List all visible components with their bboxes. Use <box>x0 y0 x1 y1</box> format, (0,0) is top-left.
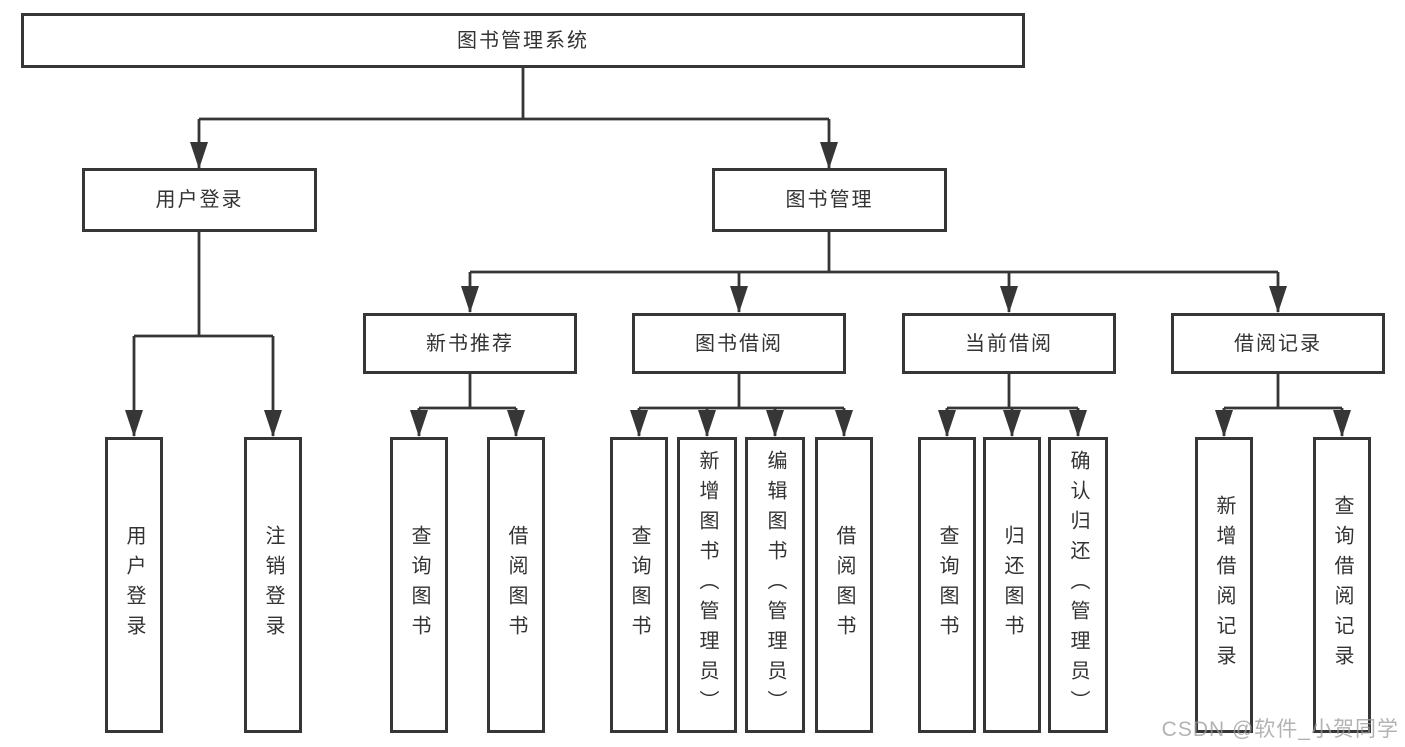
leaf-query-books-under-recommend: 查询图书 <box>390 437 448 733</box>
node-label: 借阅图书 <box>505 525 527 645</box>
node-label: 新书推荐 <box>426 332 514 355</box>
node-label: 用户登录 <box>155 189 244 211</box>
node-label: 编辑图书（管理员） <box>764 450 786 720</box>
node-label: 新增图书（管理员） <box>696 450 718 720</box>
leaf-add-books-admin: 新增图书（管理员） <box>677 437 737 733</box>
node-new-book-recommend: 新书推荐 <box>363 313 577 374</box>
node-label: 新增借阅记录 <box>1213 495 1235 675</box>
node-label: 查询图书 <box>628 525 650 645</box>
node-book-borrowing: 图书借阅 <box>632 313 846 374</box>
node-label: 查询图书 <box>408 525 430 645</box>
node-library-management-system: 图书管理系统 <box>21 13 1025 68</box>
node-label: 用户登录 <box>123 525 145 645</box>
node-label: 图书借阅 <box>695 332 783 355</box>
leaf-return-books: 归还图书 <box>983 437 1041 733</box>
leaf-logout: 注销登录 <box>244 437 302 733</box>
leaf-edit-books-admin: 编辑图书（管理员） <box>745 437 805 733</box>
node-label: 借阅图书 <box>833 525 855 645</box>
node-user-login: 用户登录 <box>82 168 317 232</box>
node-label: 图书管理 <box>785 189 874 211</box>
node-book-management: 图书管理 <box>712 168 947 232</box>
leaf-borrow-books-under-borrowing: 借阅图书 <box>815 437 873 733</box>
leaf-query-borrow-record: 查询借阅记录 <box>1313 437 1371 733</box>
node-label: 归还图书 <box>1001 525 1023 645</box>
node-label: 当前借阅 <box>965 332 1053 355</box>
leaf-confirm-return-admin: 确认归还（管理员） <box>1048 437 1108 733</box>
leaf-add-borrow-record: 新增借阅记录 <box>1195 437 1253 733</box>
node-label: 查询图书 <box>936 525 958 645</box>
node-label: 查询借阅记录 <box>1331 495 1353 675</box>
node-label: 注销登录 <box>262 525 284 645</box>
leaf-user-login: 用户登录 <box>105 437 163 733</box>
leaf-borrow-books-under-recommend: 借阅图书 <box>487 437 545 733</box>
arrowheads <box>125 142 1351 437</box>
node-label: 借阅记录 <box>1234 332 1322 355</box>
node-current-borrowing: 当前借阅 <box>902 313 1116 374</box>
node-label: 确认归还（管理员） <box>1067 450 1089 720</box>
node-label: 图书管理系统 <box>457 29 589 52</box>
leaf-query-books-under-current: 查询图书 <box>918 437 976 733</box>
connector-path <box>132 68 1344 436</box>
leaf-query-books-under-borrowing: 查询图书 <box>610 437 668 733</box>
watermark: CSDN @软件_小贺同学 <box>1161 718 1399 741</box>
node-borrowing-records: 借阅记录 <box>1171 313 1385 374</box>
